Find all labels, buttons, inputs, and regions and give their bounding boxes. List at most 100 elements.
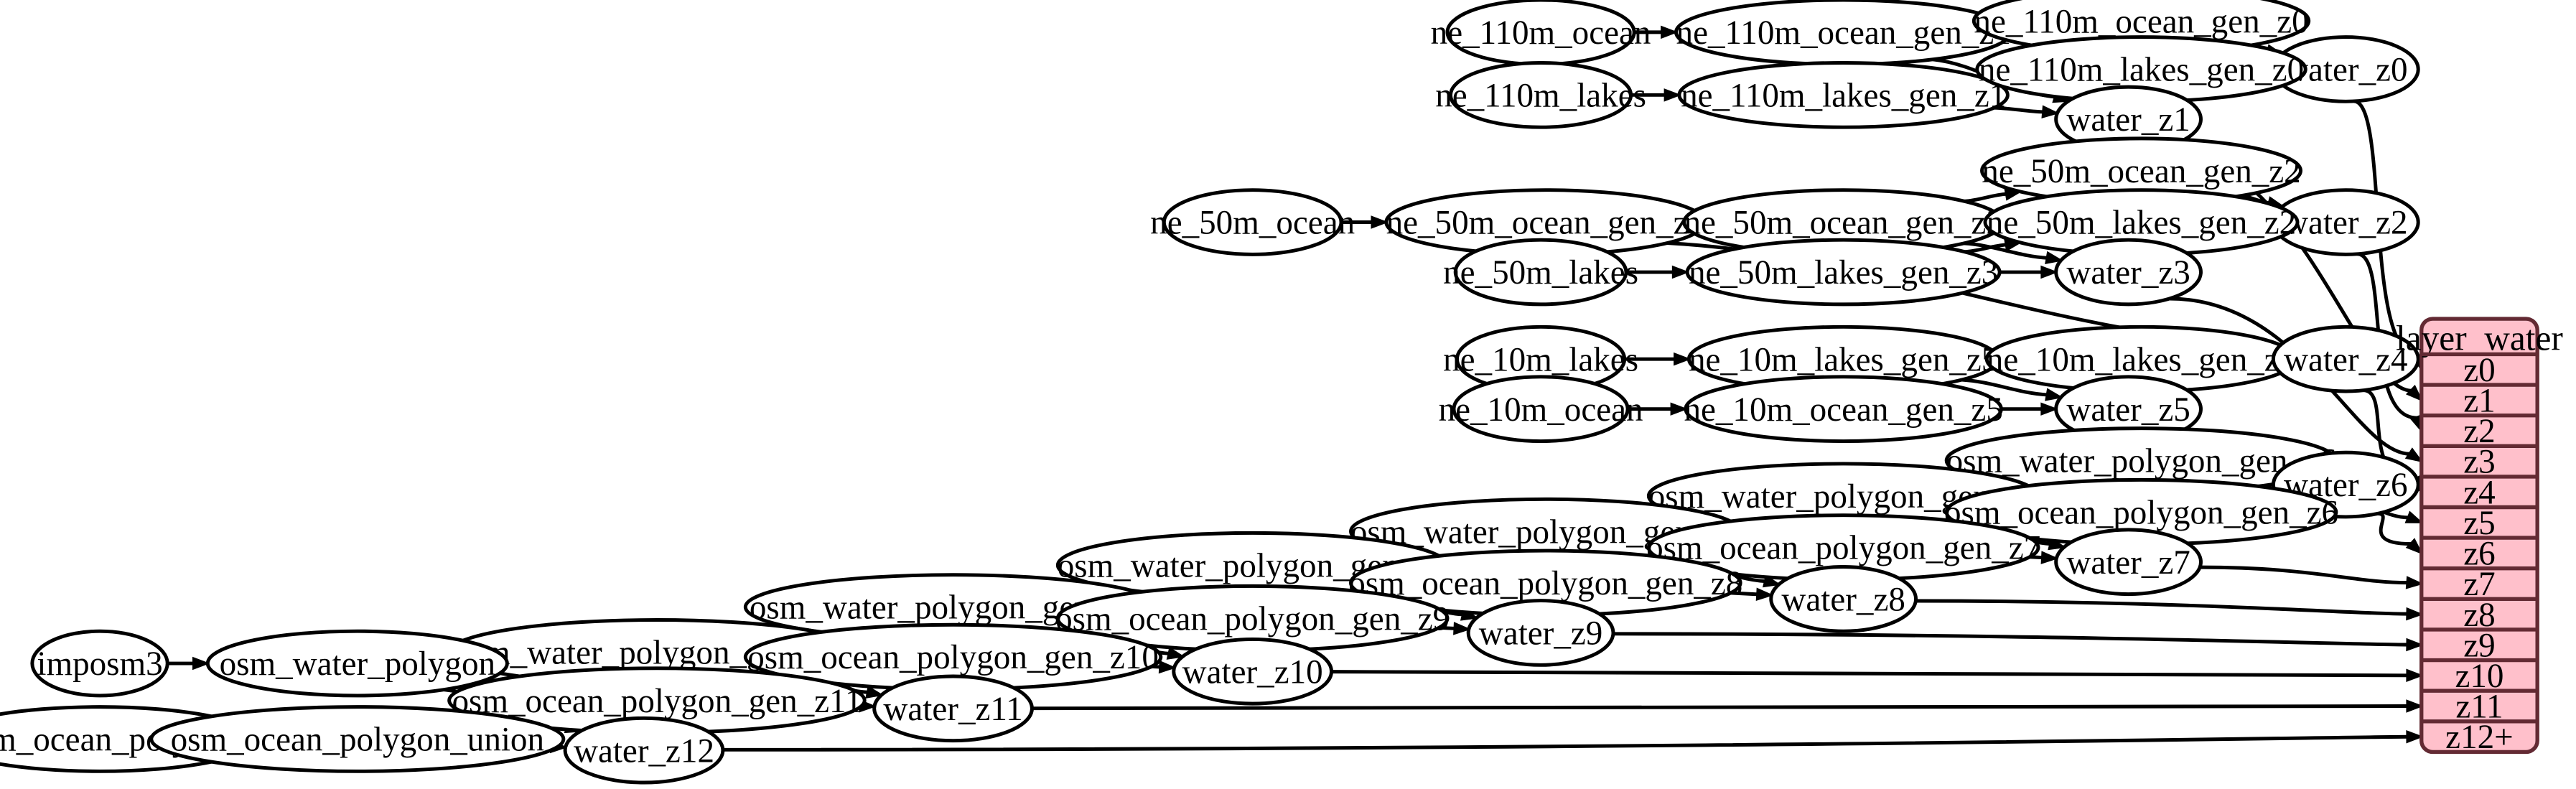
graph-node-water_z12[interactable]: water_z12 xyxy=(563,716,725,785)
graph-node-osm_ocean_polygon_gen_z10[interactable]: osm_ocean_polygon_gen_z10 xyxy=(743,622,1163,691)
graph-node-label: ne_50m_lakes_gen_z2 xyxy=(1987,205,2296,242)
record-row-z4[interactable]: z4 xyxy=(2463,474,2495,511)
graph-node-label: osm_ocean_polygon_gen_z9 xyxy=(1055,600,1450,638)
graph-node-ne_50m_lakes[interactable]: ne_50m_lakes xyxy=(1443,238,1638,307)
record-row-z1[interactable]: z1 xyxy=(2463,382,2495,419)
graph-node-ne_50m_ocean_gen_z2[interactable]: ne_50m_ocean_gen_z2 xyxy=(1980,136,2302,205)
record-row-z2[interactable]: z2 xyxy=(2463,413,2495,450)
graph-node-water_z9[interactable]: water_z9 xyxy=(1466,599,1615,667)
record-row-z3[interactable]: z3 xyxy=(2463,444,2495,481)
graph-edge xyxy=(1625,265,1690,279)
graph-edge xyxy=(1961,378,2063,401)
graph-node-label: osm_ocean_polygon_gen_z10 xyxy=(747,639,1159,676)
record-row-z12+[interactable]: z12+ xyxy=(2445,719,2514,756)
graph-node-ne_50m_ocean_gen_z4[interactable]: ne_50m_ocean_gen_z4 xyxy=(1384,188,1707,256)
record-row-z0[interactable]: z0 xyxy=(2463,352,2495,389)
record-row-z9[interactable]: z9 xyxy=(2463,627,2495,664)
graph-edge xyxy=(1994,105,2060,118)
graph-node-ne_10m_lakes_gen_z5[interactable]: ne_10m_lakes_gen_z5 xyxy=(1686,325,2000,393)
record-row-z7[interactable]: z7 xyxy=(2463,566,2495,603)
graph-node-label: water_z8 xyxy=(1781,581,1905,618)
graph-node-ne_110m_lakes_gen_z1[interactable]: ne_110m_lakes_gen_z1 xyxy=(1677,61,2010,129)
graph-node-osm_ocean_polygon_gen_z6[interactable]: osm_ocean_polygon_gen_z6 xyxy=(1944,477,2338,546)
graph-edge xyxy=(1341,215,1389,229)
graph-edge xyxy=(2200,565,2424,589)
graph-node-osm_ocean_polygon_gen_z11[interactable]: osm_ocean_polygon_gen_z11 xyxy=(447,666,867,734)
graph-edge xyxy=(722,730,2424,752)
graph-node-label: osm_ocean_polygon_gen_z6 xyxy=(1944,494,2338,531)
graph-edge xyxy=(1999,265,2058,279)
graph-edge xyxy=(1628,402,1689,416)
graph-node-label: osm_ocean_polygon_gen_z8 xyxy=(1348,565,1742,602)
graph-node-label: water_z2 xyxy=(2284,205,2408,242)
record-row-z10[interactable]: z10 xyxy=(2455,658,2503,695)
graph-node-label: ne_10m_ocean xyxy=(1439,391,1643,429)
graph-node-ne_10m_lakes[interactable]: ne_10m_lakes xyxy=(1443,325,1638,393)
graph-node-label: ne_110m_ocean xyxy=(1431,14,1651,52)
graph-node-ne_50m_lakes_gen_z3[interactable]: ne_50m_lakes_gen_z3 xyxy=(1685,238,2002,307)
graph-node-ne_50m_lakes_gen_z2[interactable]: ne_50m_lakes_gen_z2 xyxy=(1983,188,2300,256)
graph-node-water_z10[interactable]: water_z10 xyxy=(1172,637,1334,706)
graph-node-osm_ocean_polygon_gen_z9[interactable]: osm_ocean_polygon_gen_z9 xyxy=(1055,584,1450,653)
graph-node-ne_10m_ocean_gen_z5[interactable]: ne_10m_ocean_gen_z5 xyxy=(1684,375,2003,444)
graph-node-ne_110m_ocean_gen_z1[interactable]: ne_110m_ocean_gen_z1 xyxy=(1674,0,2013,67)
graph-edge xyxy=(2377,511,2424,555)
graph-node-water_z11[interactable]: water_z11 xyxy=(872,674,1034,743)
graph-node-label: osm_ocean_polygon_gen_z11 xyxy=(452,683,862,720)
graph-node-label: water_z7 xyxy=(2066,544,2190,582)
record-node-layer: layer_waterz0z1z2z3z4z5z6z7z8z9z10z11z12… xyxy=(2396,317,2563,756)
graph-node-ne_110m_ocean[interactable]: ne_110m_ocean xyxy=(1431,0,1651,67)
record-row-z6[interactable]: z6 xyxy=(2463,536,2495,573)
graph-node-ne_50m_ocean[interactable]: ne_50m_ocean xyxy=(1150,188,1355,256)
graph-node-label: ne_10m_lakes_gen_z4 xyxy=(1987,341,2296,378)
graph-node-label: ne_110m_lakes xyxy=(1435,77,1646,114)
graph-node-ne_10m_lakes_gen_z4[interactable]: ne_10m_lakes_gen_z4 xyxy=(1984,325,2298,393)
graph-node-label: osm_ocean_polygon_gen_z7 xyxy=(1646,530,2040,567)
record-node-body xyxy=(2419,317,2539,755)
graph-node-label: water_z10 xyxy=(1182,653,1323,691)
graph-node-label: ne_10m_ocean_gen_z5 xyxy=(1684,391,2002,429)
graph-edge xyxy=(2001,402,2058,416)
graph-node-label: osm_water_polygon xyxy=(220,645,495,683)
graph-node-osm_ocean_polygon_gen_z8[interactable]: osm_ocean_polygon_gen_z8 xyxy=(1348,548,1742,617)
graph-node-label: water_z3 xyxy=(2066,254,2190,291)
graph-node-osm_water_polygon[interactable]: osm_water_polygon xyxy=(205,629,509,698)
graph-node-imposm3[interactable]: imposm3 xyxy=(30,629,169,698)
graph-node-ne_110m_lakes_gen_z0[interactable]: ne_110m_lakes_gen_z0 xyxy=(1975,35,2307,103)
graph-node-ne_10m_ocean[interactable]: ne_10m_ocean xyxy=(1439,375,1643,444)
graph-edge xyxy=(1634,25,1679,39)
graph-node-label: ne_50m_lakes_gen_z3 xyxy=(1689,254,1998,291)
record-node-title: layer_water xyxy=(2396,318,2563,358)
graph-node-water_z2[interactable]: water_z2 xyxy=(2271,188,2420,256)
graph-node-water_z3[interactable]: water_z3 xyxy=(2054,238,2203,307)
graph-node-label: ne_110m_ocean_gen_z1 xyxy=(1676,14,2011,52)
graph-node-water_z7[interactable]: water_z7 xyxy=(2054,528,2203,597)
record-node-layer-water[interactable]: layer_waterz0z1z2z3z4z5z6z7z8z9z10z11z12… xyxy=(2396,317,2563,756)
graph-edge xyxy=(1630,88,1682,102)
graph-node-label: water_z12 xyxy=(574,732,714,770)
graph-node-label: osm_water_polygon_gen_z6 xyxy=(1946,443,2337,480)
graph-node-water_z8[interactable]: water_z8 xyxy=(1769,565,1918,633)
record-row-z5[interactable]: z5 xyxy=(2463,505,2495,542)
graph-edge xyxy=(1624,352,1691,366)
graph-node-ne_110m_lakes[interactable]: ne_110m_lakes xyxy=(1435,61,1646,129)
graph-edge xyxy=(1915,599,2424,621)
graph-node-label: osm_ocean_polygon_union xyxy=(171,722,544,759)
graph-node-label: ne_50m_ocean_gen_z4 xyxy=(1386,205,1705,242)
graph-node-label: ne_10m_lakes xyxy=(1443,341,1638,378)
graph-node-ne_50m_ocean_gen_z3[interactable]: ne_50m_ocean_gen_z3 xyxy=(1682,188,2005,256)
graph-node-label: imposm3 xyxy=(37,645,162,683)
graph-node-label: water_z4 xyxy=(2284,341,2408,378)
graph-node-osm_water_polygon_gen_z6[interactable]: osm_water_polygon_gen_z6 xyxy=(1944,426,2338,495)
graph-node-water_z4[interactable]: water_z4 xyxy=(2271,325,2420,393)
graph-edge xyxy=(1032,699,2424,713)
graph-node-water_z5[interactable]: water_z5 xyxy=(2054,375,2203,444)
record-row-z11[interactable]: z11 xyxy=(2455,688,2503,726)
graph-node-osm_ocean_polygon_gen_z7[interactable]: osm_ocean_polygon_gen_z7 xyxy=(1646,513,2040,582)
graph-edge xyxy=(1730,587,1774,602)
record-row-z8[interactable]: z8 xyxy=(2463,597,2495,634)
graph-node-osm_ocean_polygon_union[interactable]: osm_ocean_polygon_union xyxy=(149,705,566,773)
graph-node-label: ne_50m_lakes xyxy=(1443,254,1638,291)
